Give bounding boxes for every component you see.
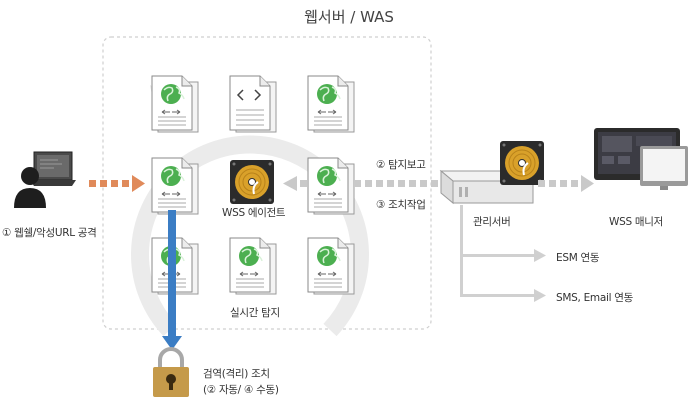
globe-document-icon [307,75,355,133]
laptop-icon [30,151,76,186]
agent-label: WSS 에이전트 [222,207,286,219]
hard-disk-icon [499,140,545,186]
sms-label: SMS, Email 연동 [556,292,633,304]
server-to-manager-arrow [538,175,594,192]
attack-arrow [89,175,145,192]
lock-icon [153,347,189,397]
esm-label: ESM 연동 [556,252,600,264]
integration-lines [460,205,546,302]
person-icon [14,167,46,208]
quarantine-arrow [168,210,176,338]
globe-document-icon [151,157,199,215]
globe-document-icon [151,75,199,133]
globe-document-icon [307,237,355,295]
quarantine-label-line1: 검역(격리) 조치 [203,368,270,380]
quarantine-arrow-head [162,336,182,350]
globe-document-icon [307,157,355,215]
manager-label: WSS 매니저 [609,216,663,228]
action-label: ③ 조치작업 [376,199,426,211]
globe-document-icon [229,237,277,295]
code-document-icon [229,75,277,133]
diagram-title: 웹서버 / WAS [304,8,394,26]
realtime-label: 실시간 탐지 [230,307,280,319]
detect-report-label: ② 탐지보고 [376,159,426,171]
report-action-arrow [283,176,438,191]
mgmt-server-label: 관리서버 [473,216,511,228]
monitor-icon [640,146,688,190]
attacker-label: ① 웹쉘/악성URL 공격 [2,227,97,239]
wss-agent-hard-disk-icon [229,159,275,205]
realtime-cycle-arrow [131,135,369,337]
quarantine-label-line2: (② 자동/ ④ 수동) [203,384,279,396]
